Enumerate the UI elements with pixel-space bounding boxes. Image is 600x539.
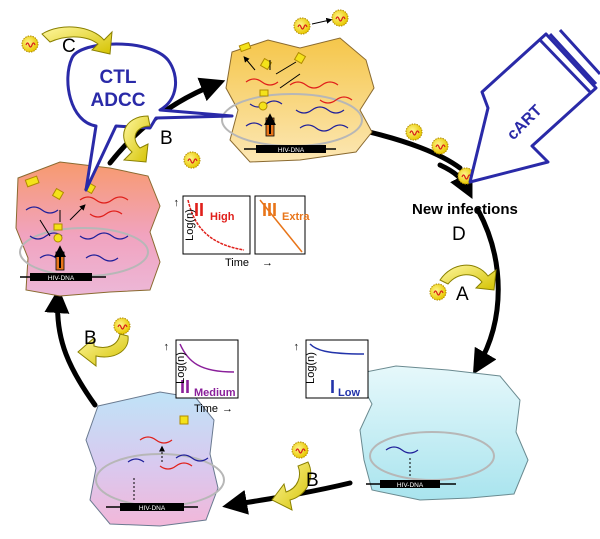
virus-icon	[429, 283, 447, 301]
letter-c: C	[62, 36, 76, 57]
hiv-dna-label-bottom-left: HIV-DNA	[139, 505, 166, 512]
plot-low: I Low Log(n) →	[289, 339, 369, 399]
plot-low-yarrow: →	[289, 342, 301, 353]
cell-left-pink: HIV-DNA	[15, 161, 161, 297]
letter-d: D	[452, 224, 466, 245]
plot-medium-sub: Medium	[194, 387, 236, 399]
virus-icon	[291, 441, 309, 459]
virus-icon	[113, 317, 131, 335]
ctl-adcc-bubble: CTL ADCC	[66, 42, 234, 192]
cell-top-orange: HIV-DNA	[221, 37, 375, 163]
hiv-dna-label-left: HIV-DNA	[48, 275, 75, 282]
cell-bottom-left-bluepink: HIV-DNA	[85, 391, 225, 527]
plot-high-xarrow: →	[262, 257, 273, 269]
virus-icon	[431, 137, 449, 155]
cycle-arrow-left	[44, 288, 98, 408]
plot-high-xlabel: Time	[225, 257, 249, 269]
yellow-arrow-b-left: B	[77, 317, 131, 368]
hiv-dna-label-top: HIV-DNA	[278, 147, 305, 154]
cycle-arrow-into-new-infections	[437, 162, 473, 199]
yellow-arrow-b-top: B	[122, 115, 201, 169]
new-infections-label: New infections	[412, 201, 518, 218]
yellow-arrow-c: C	[21, 26, 113, 57]
virus-icon	[331, 9, 349, 27]
virus-icon	[183, 151, 201, 169]
hiv-dna-label-bottom-right: HIV-DNA	[397, 482, 424, 489]
virus-icon	[405, 123, 423, 141]
plot-high-curve	[187, 199, 245, 251]
yellow-arrow-b-bottom: B	[271, 441, 319, 511]
plot-extra-curve	[259, 199, 303, 253]
plot-medium-yarrow: →	[159, 342, 171, 353]
virus-icon	[293, 17, 311, 35]
plot-medium-xarrow: →	[222, 403, 233, 415]
plot-high-numeral: II	[194, 200, 204, 220]
virus-icon	[21, 35, 39, 53]
plot-high-ylabel: Log(n)	[184, 209, 196, 241]
plot-high-yarrow: →	[169, 198, 181, 209]
yellow-arrow-a: A	[429, 264, 497, 305]
plot-low-ylabel: Log(n)	[305, 352, 317, 384]
adcc-label: ADCC	[91, 90, 146, 111]
cycle-arrow-right	[472, 207, 501, 375]
plot-low-sub: Low	[338, 387, 360, 399]
plot-high-sub: High	[210, 211, 235, 223]
plot-high: II High	[182, 195, 251, 255]
letter-a: A	[456, 284, 469, 305]
plot-high-axes: Log(n) → Time →	[169, 198, 273, 270]
plot-extra-numeral: III	[262, 200, 277, 220]
letter-b-bottom: B	[306, 470, 319, 491]
plot-low-numeral: I	[330, 377, 335, 397]
ctl-label: CTL	[100, 67, 137, 88]
plot-extra: III Extra	[254, 195, 310, 255]
plot-extra-sub: Extra	[282, 211, 310, 223]
plot-medium-ylabel: Log(n)	[175, 352, 187, 384]
plot-medium-curve	[179, 343, 235, 373]
plot-medium: II Medium Log(n) → Time →	[159, 339, 239, 415]
letter-b-left: B	[84, 328, 97, 349]
plot-medium-xlabel: Time	[194, 403, 218, 415]
plot-low-curve	[309, 343, 365, 355]
cart-arrow: cART	[468, 28, 600, 184]
cell-bottom-right-cyan: HIV-DNA	[355, 365, 529, 501]
letter-b-top: B	[160, 128, 173, 149]
virus-release-arrow	[311, 17, 333, 25]
plot-medium-numeral: II	[180, 377, 190, 397]
